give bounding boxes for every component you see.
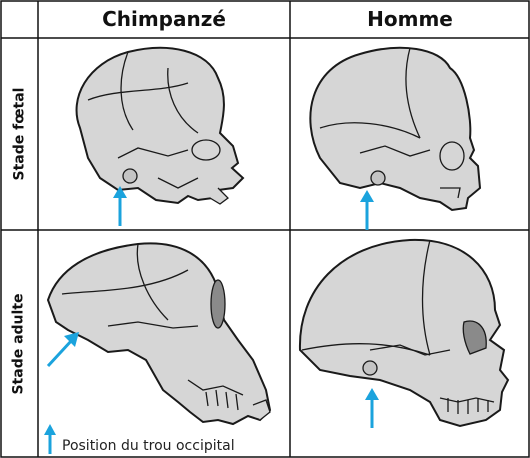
- arrow-icon-chimpanze-adulte: [44, 330, 84, 370]
- arrow-icon-homme-foetal: [357, 190, 377, 230]
- skull-homme-foetal: [290, 38, 530, 230]
- column-header-homme: Homme: [290, 0, 530, 38]
- arrow-icon-homme-adulte: [362, 388, 382, 428]
- arrow-icon-chimpanze-foetal: [110, 186, 130, 226]
- column-header-chimpanze: Chimpanzé: [38, 0, 290, 38]
- arrow-up-icon: [42, 424, 58, 454]
- legend-text: Position du trou occipital: [62, 438, 235, 454]
- row-label-adulte-text: Stade adulte: [11, 293, 27, 394]
- skull-homme-adulte: [290, 230, 530, 458]
- legend: Position du trou occipital: [42, 424, 235, 454]
- skull-chimpanze-foetal: [38, 38, 290, 230]
- row-label-adulte: Stade adulte: [0, 230, 38, 458]
- row-label-foetal: Stade fœtal: [0, 38, 38, 230]
- row-label-foetal-text: Stade fœtal: [11, 88, 27, 181]
